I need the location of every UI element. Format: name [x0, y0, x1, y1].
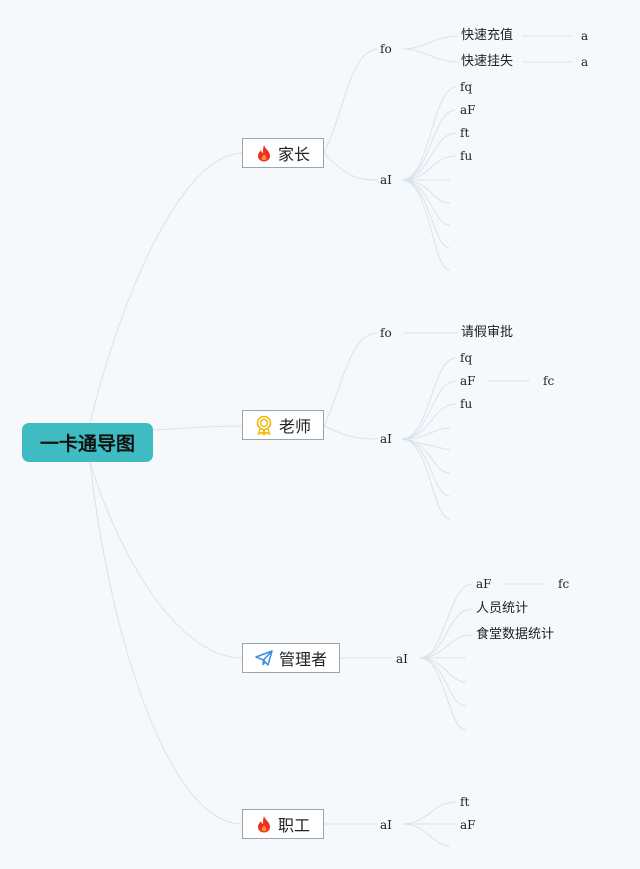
paper-plane-icon	[255, 650, 273, 666]
staff-al-node[interactable]: aI	[380, 818, 392, 832]
branch-teacher-label: 老师	[278, 417, 311, 436]
branch-admin[interactable]: 管理者	[242, 643, 340, 673]
branch-teacher[interactable]: 老师	[242, 410, 324, 440]
parent-report-loss-leaf[interactable]: a	[581, 55, 589, 69]
branch-staff[interactable]: 职工	[242, 809, 324, 839]
parent-al-node[interactable]: aI	[380, 173, 392, 187]
branch-admin-label: 管理者	[278, 650, 327, 669]
teacher-fo-node[interactable]: fo	[380, 326, 392, 340]
teacher-af-leaf[interactable]: fc	[543, 374, 555, 388]
branch-parent-label: 家长	[277, 145, 310, 164]
teacher-al-item[interactable]: aF	[460, 374, 476, 388]
admin-staff-statistics[interactable]: 人员统计	[476, 601, 529, 616]
staff-al-item[interactable]: aF	[460, 818, 476, 832]
admin-canteen-statistics[interactable]: 食堂数据统计	[476, 627, 555, 642]
parent-al-item[interactable]: ft	[460, 126, 470, 140]
admin-al-item[interactable]: aF	[476, 577, 492, 591]
teacher-al-node[interactable]: aI	[380, 432, 392, 446]
teacher-al-item[interactable]: fq	[460, 351, 473, 365]
root-node[interactable]: 一卡通导图	[22, 423, 153, 462]
parent-al-item[interactable]: aF	[460, 103, 476, 117]
parent-quick-recharge[interactable]: 快速充值	[461, 28, 514, 43]
medal-icon	[256, 415, 272, 435]
flame-icon	[257, 816, 270, 833]
staff-al-item[interactable]: ft	[460, 795, 470, 809]
parent-al-item[interactable]: fu	[460, 149, 473, 163]
flame-icon	[257, 145, 270, 162]
teacher-leave-approval[interactable]: 请假审批	[461, 325, 514, 340]
admin-af-leaf[interactable]: fc	[558, 577, 570, 591]
parent-quick-report-loss[interactable]: 快速挂失	[461, 54, 514, 69]
teacher-al-item[interactable]: fu	[460, 397, 473, 411]
connector-lines	[89, 35, 572, 847]
parent-fo-node[interactable]: fo	[380, 42, 392, 56]
branch-staff-label: 职工	[277, 816, 310, 835]
parent-al-item[interactable]: fq	[460, 80, 473, 94]
root-label: 一卡通导图	[39, 433, 135, 455]
admin-al-node[interactable]: aI	[396, 652, 408, 666]
parent-recharge-leaf[interactable]: a	[581, 29, 589, 43]
branch-parent[interactable]: 家长	[242, 138, 324, 168]
